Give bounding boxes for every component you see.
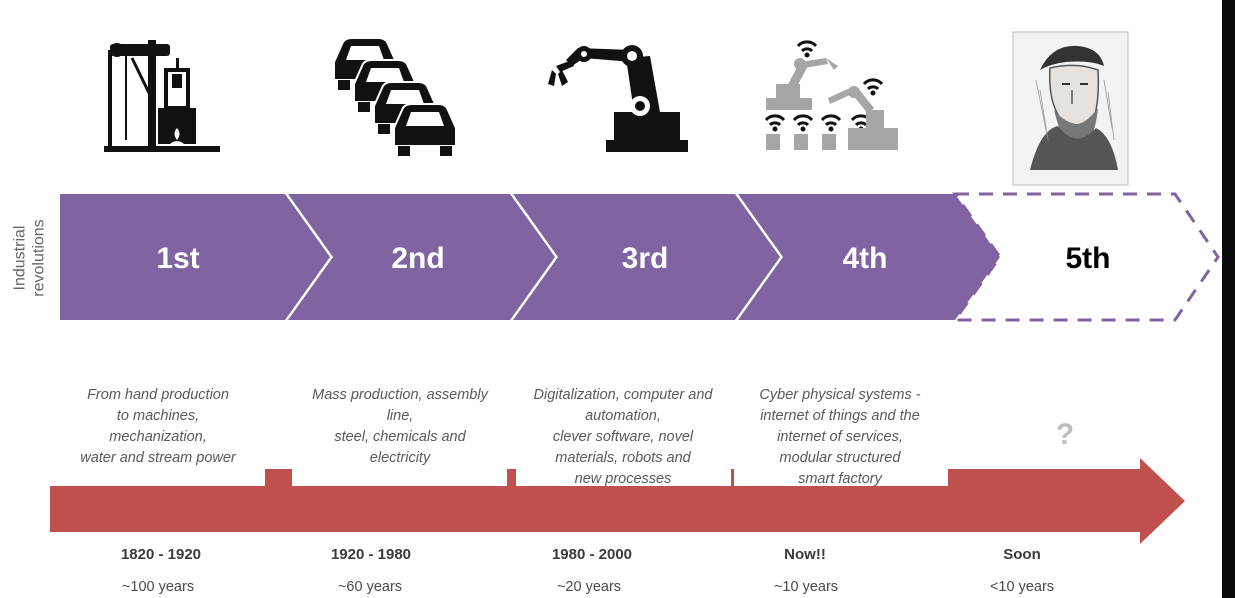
stage-label-2nd: 2nd	[391, 242, 445, 275]
stage-description-4th: Cyber physical systems - internet of thi…	[735, 385, 945, 490]
description-line: new processes	[574, 471, 672, 487]
question-mark: ?	[1055, 418, 1075, 451]
nostradamus-portrait-icon	[1012, 31, 1129, 186]
connected-robots-icon	[764, 40, 898, 150]
period-1st: 1820 - 1920	[120, 546, 202, 563]
stage-description-3rd: Digitalization, computer and automation,…	[518, 385, 728, 490]
description-line: Cyber physical systems -	[759, 387, 921, 403]
cars-assembly-icon	[333, 37, 457, 156]
period-4th: Now!!	[784, 546, 826, 563]
period-5th: Soon	[1003, 546, 1041, 563]
description-line: From hand production	[87, 387, 229, 403]
description-line: clever software, novel	[552, 429, 694, 445]
duration-4th: ~10 years	[773, 579, 839, 595]
duration-3rd: ~20 years	[556, 579, 622, 595]
description-line: internet of services,	[777, 429, 903, 445]
side-label-line-1: Industrial	[12, 225, 29, 291]
description-line: Digitalization, computer and	[533, 387, 713, 403]
stage-label-4th: 4th	[842, 242, 888, 275]
stage-description-1st: From hand production to machines, mechan…	[53, 385, 263, 469]
description-line: steel, chemicals and	[334, 429, 466, 445]
description-line: line,	[386, 408, 414, 424]
oil-pump-icon	[104, 40, 220, 152]
description-line: automation,	[585, 408, 661, 424]
side-label: Industrial revolutions	[6, 203, 54, 313]
timeline-arrow	[50, 458, 1185, 544]
robot-arm-icon	[548, 45, 688, 152]
stage-description-2nd: Mass production, assembly line, steel, c…	[295, 385, 505, 469]
description-line: modular structured	[779, 450, 901, 466]
description-line: smart factory	[798, 471, 882, 487]
stage-label-5th: 5th	[1065, 242, 1111, 275]
description-line: Mass production, assembly	[312, 387, 488, 403]
period-3rd: 1980 - 2000	[551, 546, 633, 563]
duration-5th: <10 years	[989, 579, 1055, 595]
chevron-2nd	[288, 194, 555, 320]
description-line: electricity	[369, 450, 431, 466]
right-edge-bar	[1222, 0, 1235, 598]
chevron-1st	[60, 194, 330, 320]
stage-label-1st: 1st	[156, 242, 200, 275]
description-line: water and stream power	[80, 450, 236, 466]
description-line: internet of things and the	[760, 408, 920, 424]
description-line: to machines,	[116, 408, 200, 424]
chevron-4th	[738, 194, 1000, 320]
description-line: mechanization,	[109, 429, 207, 445]
duration-1st: ~100 years	[121, 579, 195, 595]
description-line: materials, robots and	[555, 450, 691, 466]
period-2nd: 1920 - 1980	[330, 546, 412, 563]
stage-label-3rd: 3rd	[621, 242, 669, 275]
duration-2nd: ~60 years	[337, 579, 403, 595]
chevron-3rd	[513, 194, 780, 320]
side-label-line-2: revolutions	[31, 219, 48, 297]
chevron-5th-dashed	[952, 192, 1220, 322]
chevron-row	[60, 192, 1220, 322]
